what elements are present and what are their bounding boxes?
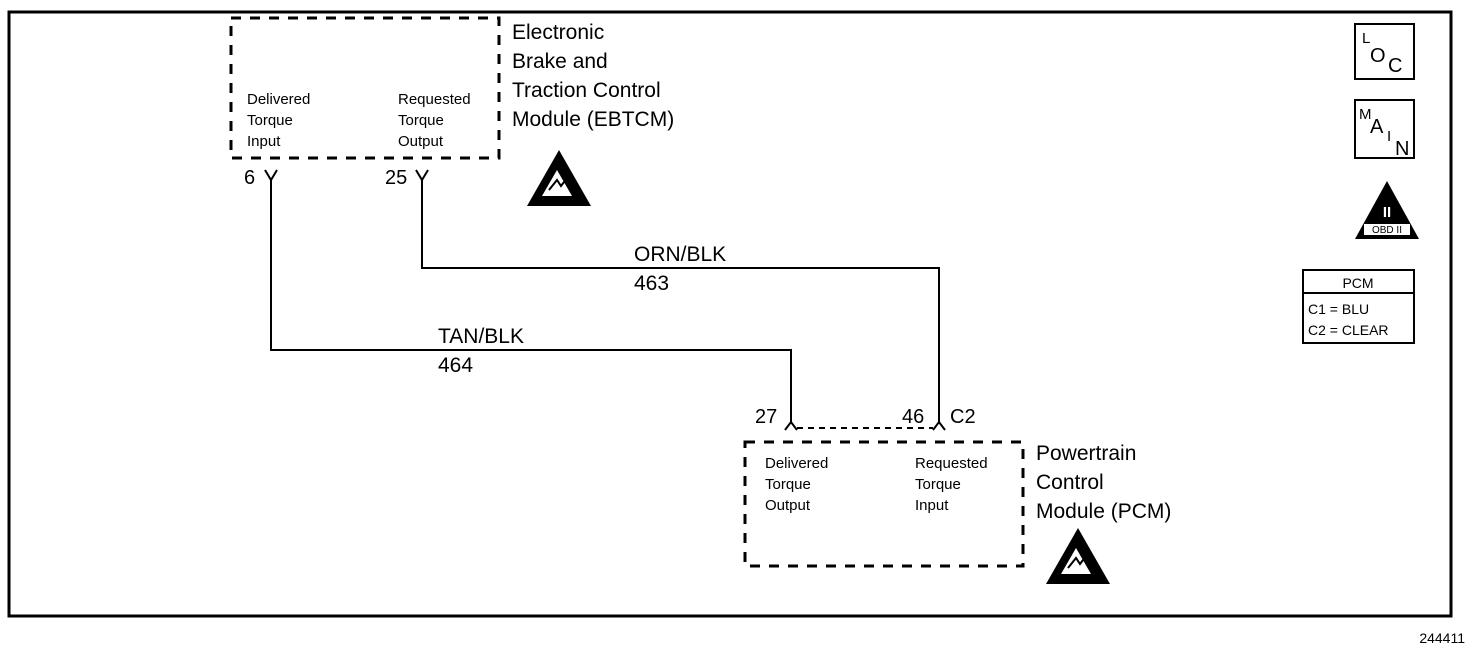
pcm-pin-27-connector bbox=[784, 420, 798, 431]
pcm-title-1: Powertrain bbox=[1036, 442, 1136, 465]
figure-id: 244411 bbox=[1419, 630, 1465, 646]
pcm-pin-46-label: 46 bbox=[902, 406, 924, 428]
obd-ii-icon: II OBD II bbox=[1355, 181, 1419, 239]
loc-letter-o: O bbox=[1370, 45, 1386, 67]
ebtcm-title-3: Traction Control bbox=[512, 79, 661, 102]
main-letter-i: I bbox=[1387, 128, 1391, 145]
pcm-legend-row-c1: C1 = BLU bbox=[1308, 301, 1369, 317]
ebtcm-left-label-2: Torque bbox=[247, 112, 293, 129]
ebtcm-left-label-3: Input bbox=[247, 133, 281, 150]
loc-letter-l: L bbox=[1362, 30, 1370, 47]
ebtcm-title-1: Electronic bbox=[512, 21, 604, 44]
main-symbol: M A I N bbox=[1354, 99, 1415, 160]
ebtcm-pin-6-label: 6 bbox=[244, 167, 255, 189]
ebtcm-title-2: Brake and bbox=[512, 50, 608, 73]
pcm-title-3: Module (PCM) bbox=[1036, 500, 1171, 523]
diagram-frame bbox=[7, 10, 1453, 618]
pcm-title-2: Control bbox=[1036, 471, 1104, 494]
pcm-connector-c2-label: C2 bbox=[950, 406, 976, 428]
pcm-pin-27-label: 27 bbox=[755, 406, 777, 428]
ebtcm-pin-25-connector bbox=[415, 169, 429, 182]
ebtcm-title-4: Module (EBTCM) bbox=[512, 108, 674, 131]
wire-orn-blk-463 bbox=[421, 180, 940, 424]
wire-tan-blk-color: TAN/BLK bbox=[438, 325, 524, 348]
pcm-connector-legend: PCM C1 = BLU C2 = CLEAR bbox=[1302, 269, 1415, 344]
ebtcm-right-label-3: Output bbox=[398, 133, 444, 150]
obd-ii-numeral: II bbox=[1383, 204, 1391, 221]
pcm-right-label-3: Input bbox=[915, 497, 949, 514]
pcm-module: 27 46 C2 Delivered Torque Output Request… bbox=[743, 406, 1171, 568]
ebtcm-pin-25-label: 25 bbox=[385, 167, 407, 189]
pcm-pin-46-connector bbox=[932, 420, 946, 431]
loc-letter-c: C bbox=[1388, 55, 1402, 77]
ebtcm-dashed-outline bbox=[229, 16, 501, 160]
main-letter-n: N bbox=[1395, 138, 1409, 160]
main-letter-m: M bbox=[1359, 106, 1372, 123]
pcm-dashed-outline bbox=[743, 440, 1025, 568]
pcm-right-label-2: Torque bbox=[915, 476, 961, 493]
pcm-legend-row-c2: C2 = CLEAR bbox=[1308, 322, 1389, 338]
esd-icon bbox=[1046, 528, 1110, 584]
pcm-legend-header: PCM bbox=[1342, 275, 1373, 291]
ebtcm-right-label-1: Requested bbox=[398, 91, 471, 108]
ebtcm-pin-6-connector bbox=[264, 169, 278, 182]
wire-tan-blk-464 bbox=[270, 180, 792, 424]
ebtcm-module: Delivered Torque Input Requested Torque … bbox=[229, 16, 674, 189]
ebtcm-left-label-1: Delivered bbox=[247, 91, 310, 108]
wire-tan-blk-circuit: 464 bbox=[438, 354, 473, 377]
esd-icon bbox=[527, 150, 591, 206]
pcm-left-label-1: Delivered bbox=[765, 455, 828, 472]
loc-symbol: L O C bbox=[1354, 23, 1415, 80]
pcm-left-label-2: Torque bbox=[765, 476, 811, 493]
wire-orn-blk-color: ORN/BLK bbox=[634, 243, 726, 266]
pcm-left-label-3: Output bbox=[765, 497, 811, 514]
pcm-right-label-1: Requested bbox=[915, 455, 988, 472]
main-letter-a: A bbox=[1370, 116, 1384, 138]
wire-orn-blk-circuit: 463 bbox=[634, 272, 669, 295]
obd-ii-caption: OBD II bbox=[1372, 225, 1402, 236]
ebtcm-right-label-2: Torque bbox=[398, 112, 444, 129]
